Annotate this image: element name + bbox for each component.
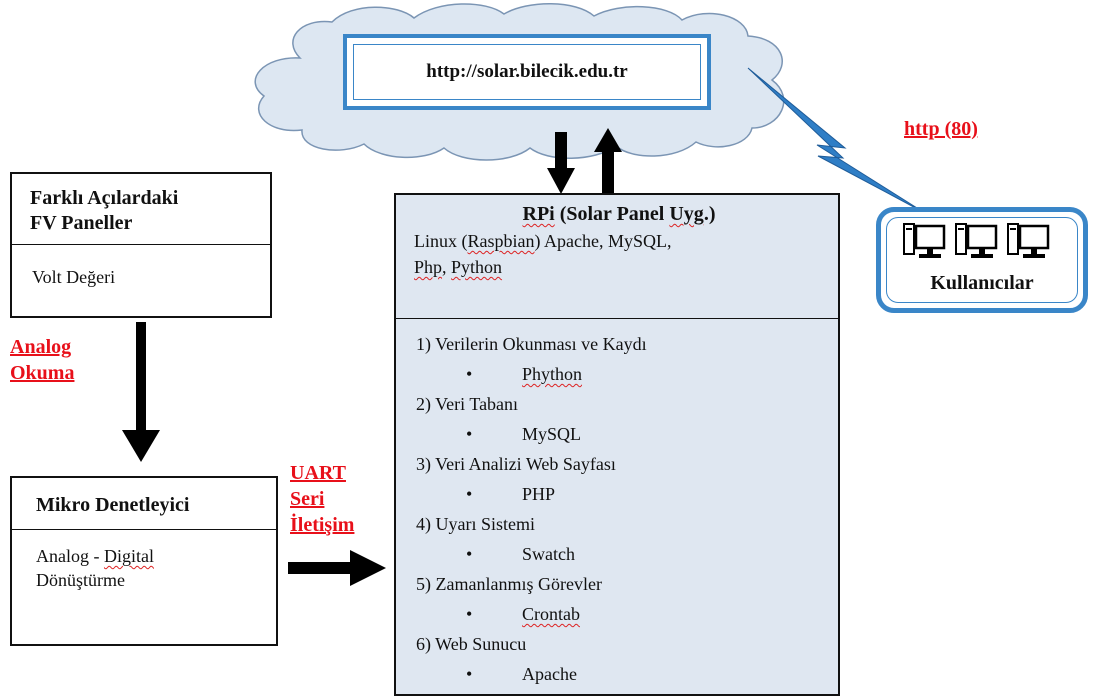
rpi-header: RPi (Solar Panel Uyg.) Linux (Raspbian) …	[396, 195, 838, 319]
bullet-icon: •	[466, 364, 473, 384]
task-item: 4) Uyarı Sistemi	[416, 514, 535, 534]
rpi-title-part: (Solar Panel	[554, 203, 670, 225]
rpi-task-list: 1) Verilerin Okunması ve Kaydı •Phython …	[396, 319, 838, 689]
tool-label: PHP	[522, 484, 556, 504]
uart-line2: Seri	[290, 488, 325, 510]
fv-panels-title: Farklı Açılardaki FV Paneller	[12, 174, 270, 245]
bullet-icon: •	[466, 604, 473, 624]
tool-item: • PHP	[416, 479, 824, 509]
adc-text-conversion: Dönüştürme	[36, 570, 125, 590]
website-url-box: http://solar.bilecik.edu.tr	[343, 34, 711, 110]
bullet-icon: •	[466, 664, 473, 684]
rpi-title-part: Uyg	[669, 203, 704, 225]
tool-label: Crontab	[522, 604, 580, 624]
arrow-up-to-cloud	[594, 128, 622, 193]
tech-text: ) Apache, MySQL,	[534, 231, 672, 251]
computer-icon	[1007, 223, 1050, 258]
volt-value-label: Volt Değeri	[32, 267, 116, 287]
tech-text: Raspbian	[467, 231, 535, 251]
task-item: 6) Web Sunucu	[416, 634, 527, 654]
microcontroller-title: Mikro Denetleyici	[12, 478, 276, 530]
arrow-uart	[288, 550, 386, 586]
tool-label: Apache	[522, 664, 577, 684]
tool-item: • Phython	[416, 359, 824, 389]
computer-icon	[903, 223, 946, 258]
uart-line1: UART	[290, 462, 346, 484]
tool-label: Swatch	[522, 544, 575, 564]
website-url[interactable]: http://solar.bilecik.edu.tr	[353, 44, 701, 100]
users-box-inner	[886, 217, 1078, 303]
tool-item: • Apache	[416, 659, 824, 689]
arrow-analog-read	[122, 322, 160, 462]
uart-line3: İletişim	[290, 514, 355, 536]
tool-item: • MySQL	[416, 419, 824, 449]
analog-read-line1: Analog	[10, 336, 72, 358]
lightning-http-link	[747, 67, 926, 214]
task-item: 5) Zamanlanmış Görevler	[416, 574, 602, 594]
task-item: 2) Veri Tabanı	[416, 394, 519, 414]
rpi-title-part: RPi	[522, 203, 555, 225]
tech-text: Php	[414, 257, 443, 277]
tech-text: Linux (	[414, 231, 468, 251]
tool-label: Phython	[522, 364, 583, 384]
users-box: Kullanıcılar	[876, 207, 1088, 313]
task-item: 1) Verilerin Okunması ve Kaydı	[416, 334, 647, 354]
analog-read-line2: Okuma	[10, 362, 75, 384]
adc-text-digital: Digital	[103, 546, 154, 566]
arrow-down-to-rpi	[547, 132, 575, 194]
bullet-icon: •	[466, 484, 473, 504]
rpi-title-part: .)	[703, 203, 716, 225]
rpi-box: RPi (Solar Panel Uyg.) Linux (Raspbian) …	[394, 193, 840, 696]
microcontroller-box: Mikro Denetleyici Analog - Digital Dönüş…	[10, 476, 278, 646]
rpi-tech-stack: Linux (Raspbian) Apache, MySQL, Php, Pyt…	[414, 228, 824, 280]
bullet-icon: •	[466, 544, 473, 564]
task-item: 3) Veri Analizi Web Sayfası	[416, 454, 616, 474]
tool-item: • Swatch	[416, 539, 824, 569]
fv-panels-box: Farklı Açılardaki FV Paneller Volt Değer…	[10, 172, 272, 318]
tech-text: ,	[442, 257, 452, 277]
tool-item: • Crontab	[416, 599, 824, 629]
uart-serial-label: UART Seri İletişim	[290, 460, 400, 538]
adc-conversion-label: Analog - Digital Dönüştürme	[12, 530, 276, 592]
users-label: Kullanıcılar	[930, 272, 1034, 294]
bullet-icon: •	[466, 424, 473, 444]
rpi-title: RPi (Solar Panel Uyg.)	[414, 203, 824, 226]
adc-text-analog: Analog -	[36, 546, 104, 566]
tech-text: Python	[451, 257, 503, 277]
computer-icon	[955, 223, 998, 258]
tool-label: MySQL	[522, 424, 582, 444]
users-icons	[903, 222, 1051, 264]
http-port-label: http (80)	[904, 118, 978, 140]
analog-read-label: Analog Okuma	[10, 334, 120, 386]
